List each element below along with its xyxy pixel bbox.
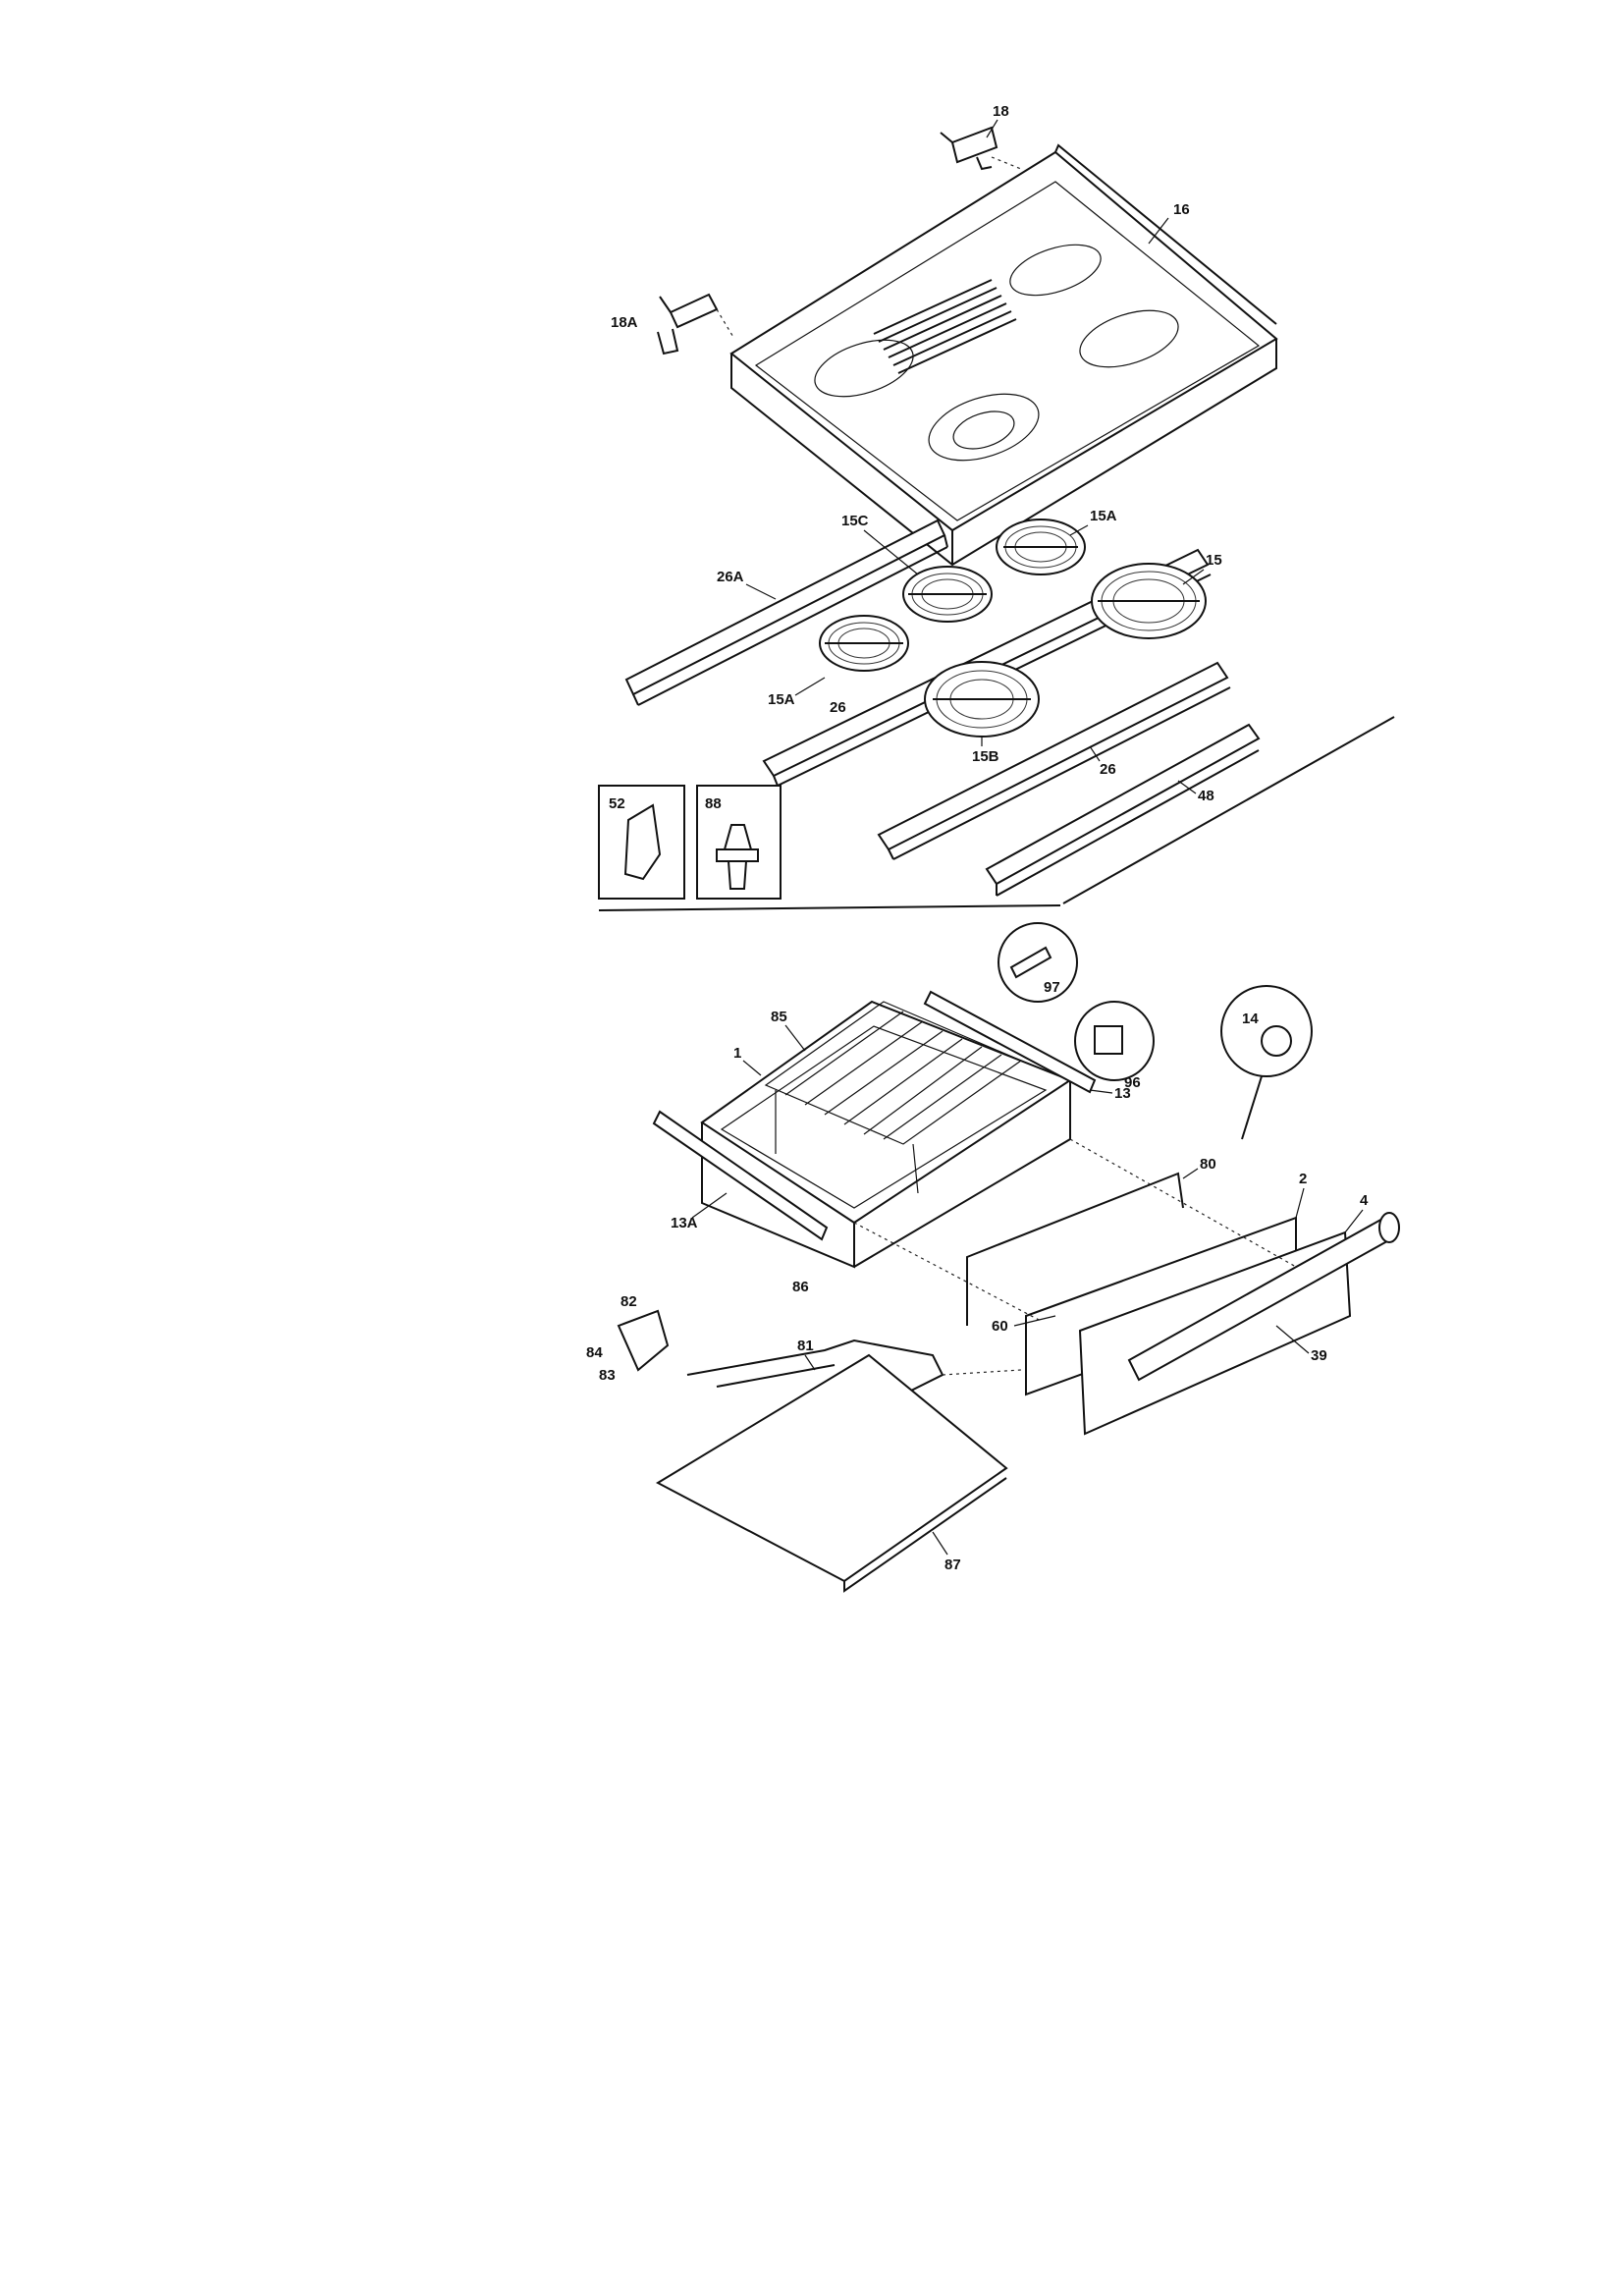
handle-39 <box>1127 1212 1400 1382</box>
cooktop-top <box>729 143 1278 567</box>
bottom-panel-87 <box>655 1353 1008 1593</box>
rack-85 <box>764 1001 1023 1194</box>
callout-labels: 18 16 18A 15C 15A 15 26A 15A 26 15B 26 4… <box>586 103 1369 1573</box>
callout-87: 87 <box>944 1557 961 1573</box>
callout-13: 13 <box>1114 1085 1131 1102</box>
callout-48: 48 <box>1198 788 1214 804</box>
callout-85: 85 <box>771 1009 787 1025</box>
callout-2: 2 <box>1299 1171 1307 1187</box>
hinge-left <box>657 293 735 355</box>
callout-1: 1 <box>733 1045 741 1062</box>
hinge-right <box>940 126 1022 171</box>
callout-82: 82 <box>620 1293 637 1310</box>
bracket-82 <box>617 1309 670 1372</box>
callout-60: 60 <box>992 1318 1008 1335</box>
callout-52: 52 <box>609 795 625 812</box>
callout-15C: 15C <box>841 513 869 529</box>
callout-96: 96 <box>1124 1074 1141 1091</box>
callout-14: 14 <box>1242 1011 1259 1027</box>
rear-channel-48 <box>985 723 1261 897</box>
slide-13A <box>652 1110 829 1241</box>
callout-26-right: 26 <box>1100 761 1116 778</box>
callout-13A: 13A <box>671 1215 698 1231</box>
callout-84: 84 <box>586 1344 603 1361</box>
section-base-line <box>598 904 1061 911</box>
callout-15B: 15B <box>972 748 999 765</box>
callout-15: 15 <box>1206 552 1222 569</box>
callout-16: 16 <box>1173 201 1190 218</box>
element-15 <box>1091 563 1207 639</box>
callout-15A-left: 15A <box>768 691 795 708</box>
element-15A-top <box>996 519 1086 575</box>
callout-88: 88 <box>705 795 722 812</box>
burner-support-26A <box>624 519 948 706</box>
element-15C <box>902 566 993 623</box>
tube-80 <box>966 1172 1184 1326</box>
leveler-88 <box>716 824 759 890</box>
callout-80: 80 <box>1200 1156 1216 1173</box>
callout-15A-top: 15A <box>1090 508 1117 524</box>
knob-52 <box>623 803 662 881</box>
section-divider <box>1062 716 1395 904</box>
element-15A-left <box>819 615 909 672</box>
element-15B <box>924 661 1040 738</box>
callout-97: 97 <box>1044 979 1060 996</box>
callout-26-left: 26 <box>830 699 846 716</box>
callout-81: 81 <box>797 1338 814 1354</box>
callout-18A: 18A <box>611 314 638 331</box>
burner-support-26-right <box>877 661 1231 860</box>
callout-4: 4 <box>1360 1192 1369 1209</box>
callout-26A: 26A <box>717 569 744 585</box>
callout-39: 39 <box>1311 1347 1327 1364</box>
callout-18: 18 <box>993 103 1009 120</box>
callout-83: 83 <box>599 1367 616 1384</box>
callout-86: 86 <box>792 1279 809 1295</box>
slide-13 <box>923 990 1097 1094</box>
